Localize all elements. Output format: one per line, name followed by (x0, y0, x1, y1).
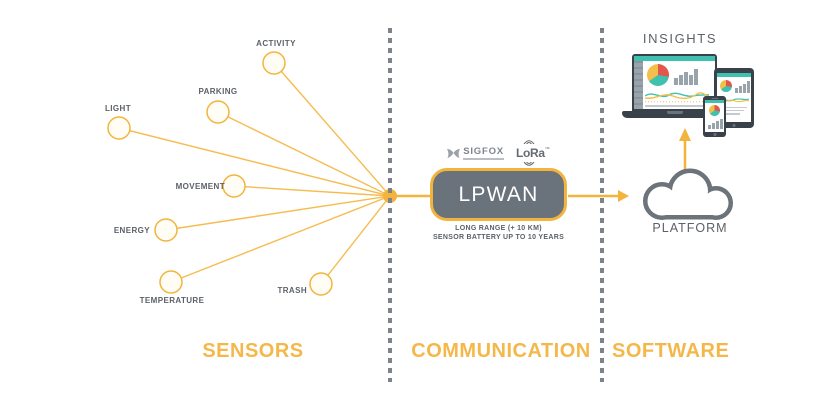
line-activity (273, 62, 391, 197)
sensor-node-movement (222, 174, 246, 198)
phone-screen (705, 100, 724, 132)
phone-dashboard (705, 103, 724, 132)
laptop-base (622, 111, 728, 118)
bar-chart-icon (708, 119, 723, 129)
sensor-node-parking (206, 100, 230, 124)
lora-tm-mark: ™ (544, 146, 550, 153)
sensor-label-temperature: TEMPERATURE (139, 296, 205, 305)
section-title-sensors: SENSORS (202, 340, 304, 362)
sensor-nodes (107, 51, 333, 296)
sigfox-tagline-bar (463, 157, 504, 160)
sensor-label-light: LIGHT (105, 104, 131, 113)
radio-logos-row: SIGFOX LoRa™ (430, 140, 567, 166)
laptop-titlebar (634, 56, 715, 61)
tablet-titlebar (717, 73, 751, 77)
phone-speaker (711, 97, 718, 99)
laptop-sidebar (634, 61, 643, 109)
text-lines (645, 105, 703, 109)
line-energy (165, 195, 391, 231)
sigfox-wordmark: SIGFOX (463, 145, 504, 157)
laptop-screen (634, 56, 715, 109)
up-arrowhead-icon (679, 128, 691, 141)
section-title-software: SOFTWARE (612, 340, 730, 362)
bar-chart-icon (735, 81, 750, 93)
lpwan-label: LPWAN (458, 182, 539, 206)
phone-home-button (713, 133, 716, 136)
sensor-node-trash (309, 272, 333, 296)
line-chart-icon (645, 92, 709, 103)
platform-label: PLATFORM (652, 221, 728, 235)
line-temperature (170, 195, 391, 283)
lpwan-caption-line1: LONG RANGE (+ 10 KM) (455, 225, 542, 232)
lora-signal-arcs-icon (523, 162, 535, 166)
phone-icon (703, 96, 726, 137)
right-arrowhead-icon (618, 190, 629, 202)
sigfox-text: SIGFOX (463, 145, 504, 160)
sensor-node-energy (154, 218, 178, 242)
sigfox-butterfly-icon (447, 148, 461, 158)
pie-chart-icon (709, 105, 720, 116)
insights-label: INSIGHTS (642, 31, 718, 46)
lpwan-caption: LONG RANGE (+ 10 KM) SENSOR BATTERY UP T… (408, 224, 589, 242)
line-trash (320, 195, 391, 285)
lora-logo: LoRa™ (516, 140, 550, 166)
sensor-node-temperature (159, 270, 183, 294)
sensor-label-trash: TRASH (277, 286, 307, 295)
laptop-dashboard (643, 61, 715, 109)
separator-sensors-communication (388, 28, 392, 382)
sensor-label-parking: PARKING (198, 87, 238, 96)
pie-chart-icon (720, 80, 732, 92)
section-title-communication: COMMUNICATION (411, 340, 591, 362)
sensor-lines (118, 62, 391, 285)
pie-chart-icon (647, 64, 669, 86)
line-movement (233, 185, 391, 197)
separator-communication-software (600, 28, 604, 382)
line-parking (217, 111, 391, 197)
sensor-label-activity: ACTIVITY (256, 39, 296, 48)
lpwan-caption-line2: SENSOR BATTERY UP TO 10 YEARS (432, 234, 565, 241)
sensor-node-activity (262, 51, 286, 75)
laptop-notch (667, 111, 683, 114)
sensor-label-energy: ENERGY (113, 226, 150, 235)
phone-titlebar (705, 100, 724, 103)
sigfox-logo: SIGFOX (447, 145, 504, 160)
sensor-node-light (107, 116, 131, 140)
insights-devices (620, 50, 760, 142)
lora-wordmark: LoRa (515, 146, 545, 160)
sensor-label-movement: MOVEMENT (175, 182, 225, 191)
tablet-home-button (732, 123, 736, 127)
line-light (118, 127, 391, 197)
text-lines (719, 107, 747, 117)
bar-chart-icon (674, 65, 698, 85)
lora-signal-arcs-icon (523, 140, 535, 144)
laptop-icon (632, 54, 717, 111)
cloud-icon (643, 168, 733, 220)
lpwan-box: LPWAN (430, 168, 567, 221)
